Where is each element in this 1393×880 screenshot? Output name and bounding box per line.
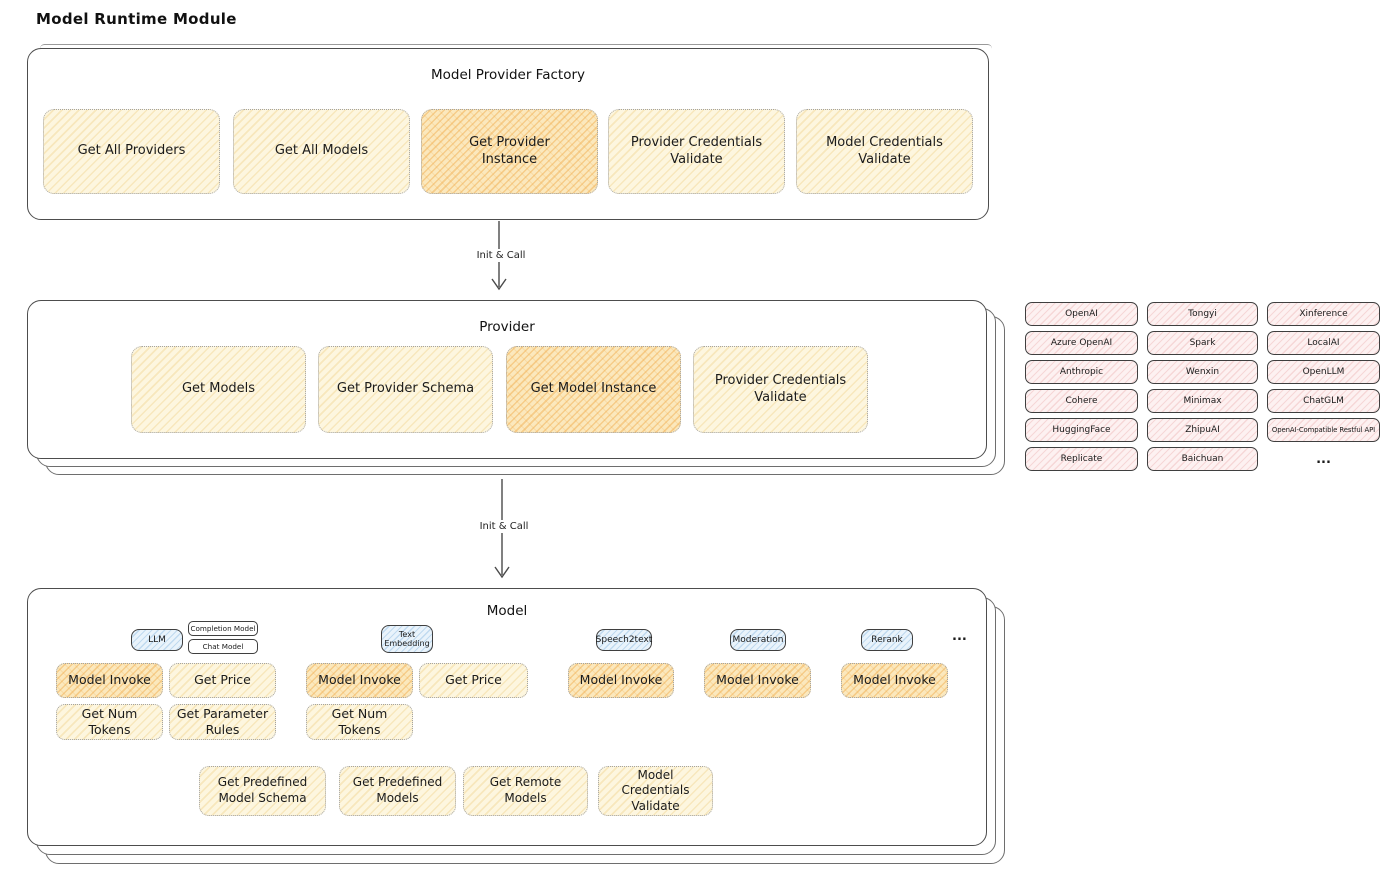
tag-chat-model: Chat Model: [188, 639, 258, 654]
provider-replicate: Replicate: [1025, 447, 1138, 471]
provider-azure-openai: Azure OpenAI: [1025, 331, 1138, 355]
factory-provider-credentials-validate: Provider Credentials Validate: [608, 109, 785, 194]
tabs-more-ellipsis: ...: [952, 629, 967, 644]
tab-speech2text: Speech2text: [596, 629, 652, 651]
provider-provider-credentials-validate: Provider Credentials Validate: [693, 346, 868, 433]
provider-chatglm: ChatGLM: [1267, 389, 1380, 413]
rerank-model-invoke: Model Invoke: [841, 663, 948, 698]
provider-openai-compatible-restful-api: OpenAI-Compatible Restful API: [1267, 418, 1380, 442]
factory-model-credentials-validate: Model Credentials Validate: [796, 109, 973, 194]
provider-openai: OpenAI: [1025, 302, 1138, 326]
provider-minimax: Minimax: [1147, 389, 1258, 413]
provider-wenxin: Wenxin: [1147, 360, 1258, 384]
llm-get-num-tokens: Get Num Tokens: [56, 704, 163, 740]
tab-llm: LLM: [131, 629, 183, 651]
tab-moderation: Moderation: [730, 629, 786, 651]
provider-tongyi: Tongyi: [1147, 302, 1258, 326]
moderation-model-invoke: Model Invoke: [704, 663, 811, 698]
get-predefined-models: Get Predefined Models: [339, 766, 456, 816]
te-model-invoke: Model Invoke: [306, 663, 413, 698]
te-get-price: Get Price: [419, 663, 528, 698]
provider-xinference: Xinference: [1267, 302, 1380, 326]
factory-title: Model Provider Factory: [430, 67, 585, 83]
provider-localai: LocalAI: [1267, 331, 1380, 355]
provider-panel: Provider Get Models Get Provider Schema …: [27, 300, 987, 459]
llm-get-price: Get Price: [169, 663, 276, 698]
factory-get-provider-instance: Get Provider Instance: [421, 109, 598, 194]
factory-get-all-models: Get All Models: [233, 109, 410, 194]
provider-title: Provider: [479, 319, 535, 335]
tag-completion-model: Completion Model: [188, 621, 258, 636]
provider-get-model-instance: Get Model Instance: [506, 346, 681, 433]
llm-get-parameter-rules: Get Parameter Rules: [169, 704, 276, 740]
diagram-title: Model Runtime Module: [36, 10, 237, 28]
llm-model-invoke: Model Invoke: [56, 663, 163, 698]
init-call-label-top: Init & Call: [457, 249, 545, 262]
te-get-num-tokens: Get Num Tokens: [306, 704, 413, 740]
model-credentials-validate: Model Credentials Validate: [598, 766, 713, 816]
init-call-label-bottom: Init & Call: [460, 520, 548, 533]
providers-grid: OpenAI Tongyi Xinference Azure OpenAI Sp…: [1025, 302, 1381, 471]
providers-more-ellipsis: ...: [1316, 451, 1331, 467]
sketch-stroke: [40, 44, 992, 53]
factory-panel: Model Provider Factory Get All Providers…: [27, 48, 989, 220]
speech2text-model-invoke: Model Invoke: [568, 663, 674, 698]
get-remote-models: Get Remote Models: [463, 766, 588, 816]
factory-get-all-providers: Get All Providers: [43, 109, 220, 194]
provider-zhipuai: ZhipuAI: [1147, 418, 1258, 442]
model-panel: Model LLM Completion Model Chat Model Te…: [27, 588, 987, 846]
provider-get-models: Get Models: [131, 346, 306, 433]
get-predefined-model-schema: Get Predefined Model Schema: [199, 766, 326, 816]
provider-baichuan: Baichuan: [1147, 447, 1258, 471]
provider-spark: Spark: [1147, 331, 1258, 355]
model-title: Model: [486, 603, 528, 619]
tab-text-embedding: Text Embedding: [381, 625, 433, 653]
provider-cohere: Cohere: [1025, 389, 1138, 413]
tab-rerank: Rerank: [861, 629, 913, 651]
provider-openllm: OpenLLM: [1267, 360, 1380, 384]
provider-huggingface: HuggingFace: [1025, 418, 1138, 442]
provider-anthropic: Anthropic: [1025, 360, 1138, 384]
provider-get-provider-schema: Get Provider Schema: [318, 346, 493, 433]
